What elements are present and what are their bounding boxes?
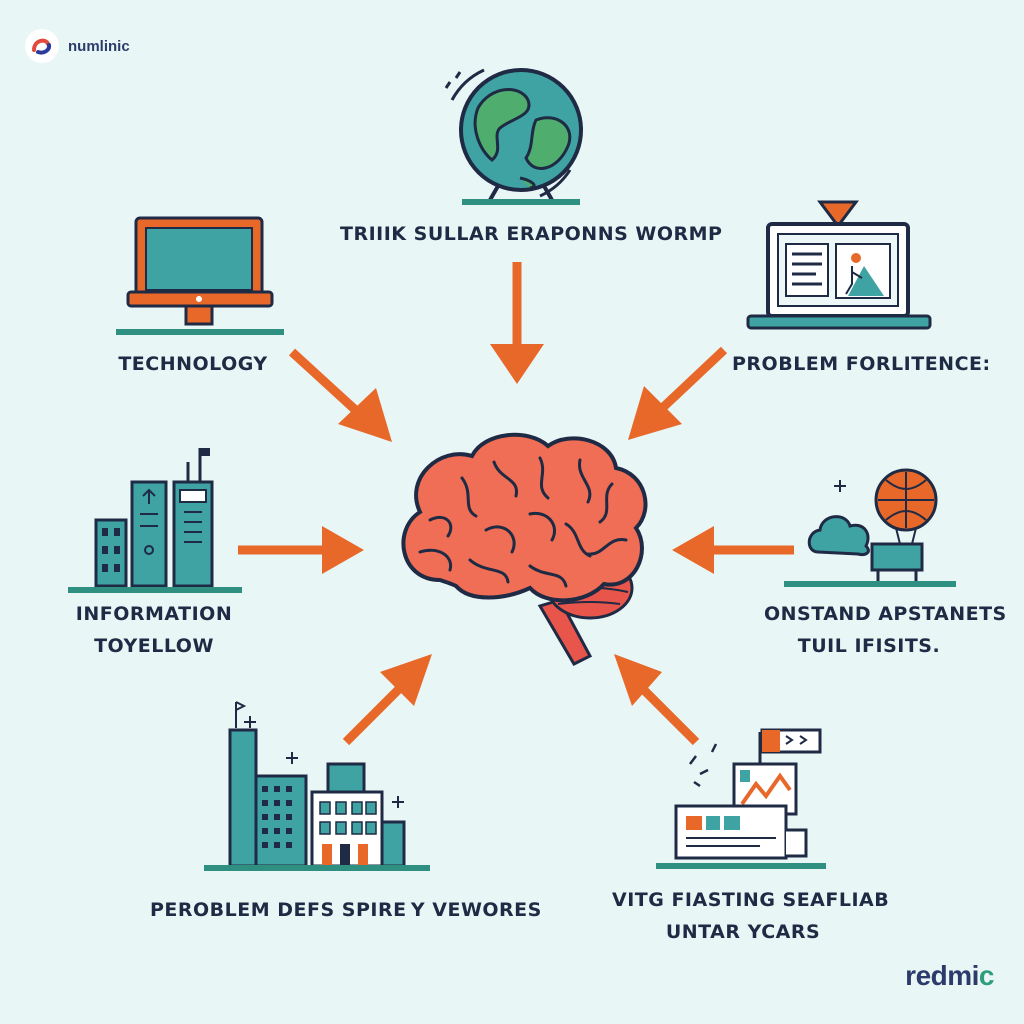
arrow-mid-left bbox=[238, 526, 364, 574]
arrow-top-right bbox=[628, 346, 728, 440]
brand-name: numlinic bbox=[68, 37, 130, 55]
footer-logo-part2: c bbox=[978, 960, 995, 991]
label-vitg-line1: VITG FIASTING SEAFLIAB bbox=[612, 889, 890, 911]
label-onstand-line1: ONSTAND APSTANETS bbox=[764, 603, 1007, 625]
label-information-line2: TOYELLOW bbox=[94, 635, 214, 657]
footer-logo: redmic bbox=[905, 960, 994, 992]
city-skyline-icon bbox=[204, 701, 430, 871]
label-vitg: VITG FIASTING SEAFLIAB UNTAR YCARS bbox=[612, 884, 890, 948]
label-information: INFORMATION TOYELLOW bbox=[64, 598, 244, 662]
brain-icon bbox=[401, 432, 648, 666]
report-chart-icon bbox=[656, 728, 826, 869]
buildings-icon bbox=[68, 448, 242, 593]
label-vitg-line2: UNTAR YCARS bbox=[665, 921, 821, 943]
arrow-top-left bbox=[288, 348, 392, 442]
label-information-line1: INFORMATION bbox=[75, 603, 233, 625]
cloud-balloon-icon bbox=[784, 468, 956, 587]
label-top: TRIIIK SULLAR ERAPONNS WORMP bbox=[340, 223, 723, 245]
label-problem-forlitence: PROBLEM FORLITENCE: bbox=[732, 353, 991, 375]
label-onstand: ONSTAND APSTANETS TUIL IFISITS. bbox=[764, 598, 1007, 662]
arrows bbox=[238, 262, 794, 746]
globe-icon bbox=[444, 68, 583, 205]
laptop-presentation-icon bbox=[746, 200, 932, 330]
label-onstand-line2: TUIL IFISITS. bbox=[797, 635, 941, 657]
computer-monitor-icon bbox=[116, 216, 284, 335]
brand-logo: numlinic bbox=[24, 28, 130, 64]
arrow-mid-right bbox=[672, 526, 794, 574]
arrow-bottom-right bbox=[614, 654, 700, 746]
label-technology: TECHNOLOGY bbox=[118, 353, 268, 375]
footer-logo-part1: redmi bbox=[905, 960, 979, 991]
arrow-top bbox=[490, 262, 544, 384]
arrow-bottom-left bbox=[342, 654, 432, 746]
label-perobolem: PEROBLEM DEFS SPIRE Y VEWORES bbox=[150, 899, 542, 921]
brand-logo-icon bbox=[25, 29, 59, 63]
